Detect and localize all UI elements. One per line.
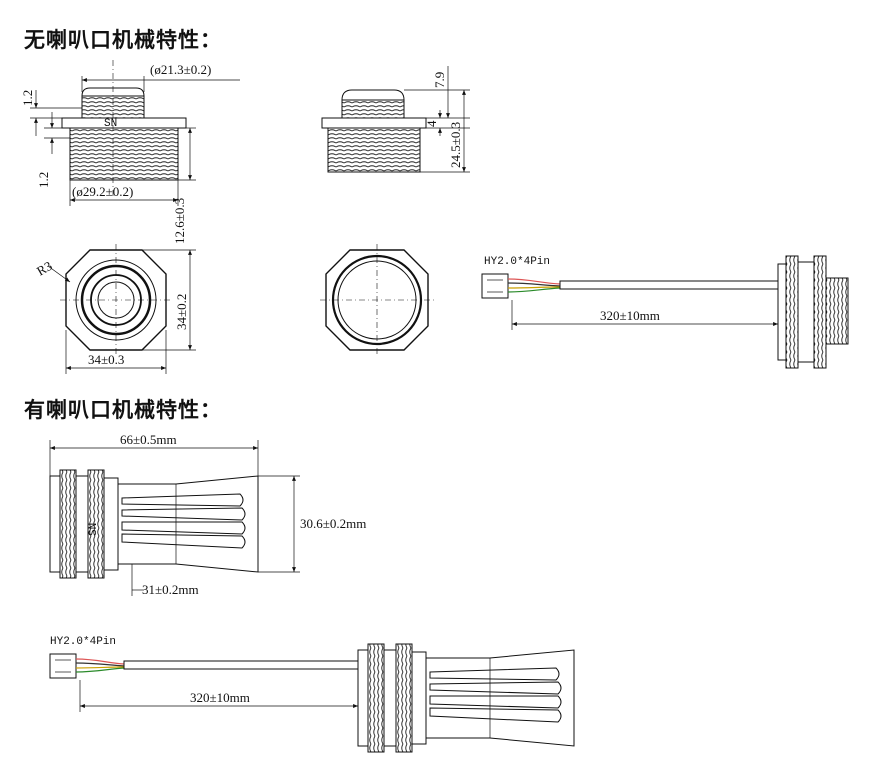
horn-body-marking: SN xyxy=(88,523,100,536)
dim-thread-top: (ø21.3±0.2) xyxy=(150,62,211,77)
dim-thread-bottom: (ø29.2±0.2) xyxy=(72,184,133,199)
section-title-no-horn: 无喇叭口机械特性： xyxy=(24,28,222,52)
dim-neck-length: 31±0.2mm xyxy=(142,582,199,597)
horn-body xyxy=(117,475,259,573)
connector-label-1: HY2.0*4Pin xyxy=(484,256,550,268)
dim-flange-thickness: 1.2 xyxy=(20,90,35,106)
flange-marking: SN xyxy=(104,118,117,130)
dim-flange-side: 4 xyxy=(424,120,439,127)
dim-corner-radius: R3 xyxy=(34,258,55,279)
horn-sensor-side-view: SN xyxy=(49,440,300,596)
dim-total-height: 24.5±0.3 xyxy=(448,122,463,168)
sensor-side-view-b xyxy=(321,66,470,173)
cable-length-1: 320±10mm xyxy=(600,308,660,323)
cable-assembly-no-horn xyxy=(481,255,849,369)
dim-cap-height: 7.9 xyxy=(432,72,447,88)
cable xyxy=(559,280,779,290)
connector-label-2: HY2.0*4Pin xyxy=(50,636,116,648)
cable-assembly-with-horn xyxy=(49,643,575,753)
dim-body-height: 12.6±0.3 xyxy=(172,198,187,244)
dim-hex-height: 34±0.2 xyxy=(174,294,189,330)
hex-bottom-view xyxy=(320,244,434,356)
dim-thread-step: 1.2 xyxy=(36,172,51,188)
section-title-with-horn: 有喇叭口机械特性： xyxy=(24,398,222,422)
dim-horn-diameter: 30.6±0.2mm xyxy=(300,516,366,531)
dim-horn-length: 66±0.5mm xyxy=(120,432,177,447)
hex-top-view xyxy=(47,244,196,374)
cable-length-2: 320±10mm xyxy=(190,690,250,705)
sensor-side-view-a: SN xyxy=(30,60,240,206)
flange xyxy=(61,117,187,129)
lower-thread xyxy=(69,127,179,181)
connector-plug xyxy=(481,273,509,299)
dim-hex-width: 34±0.3 xyxy=(88,352,124,367)
